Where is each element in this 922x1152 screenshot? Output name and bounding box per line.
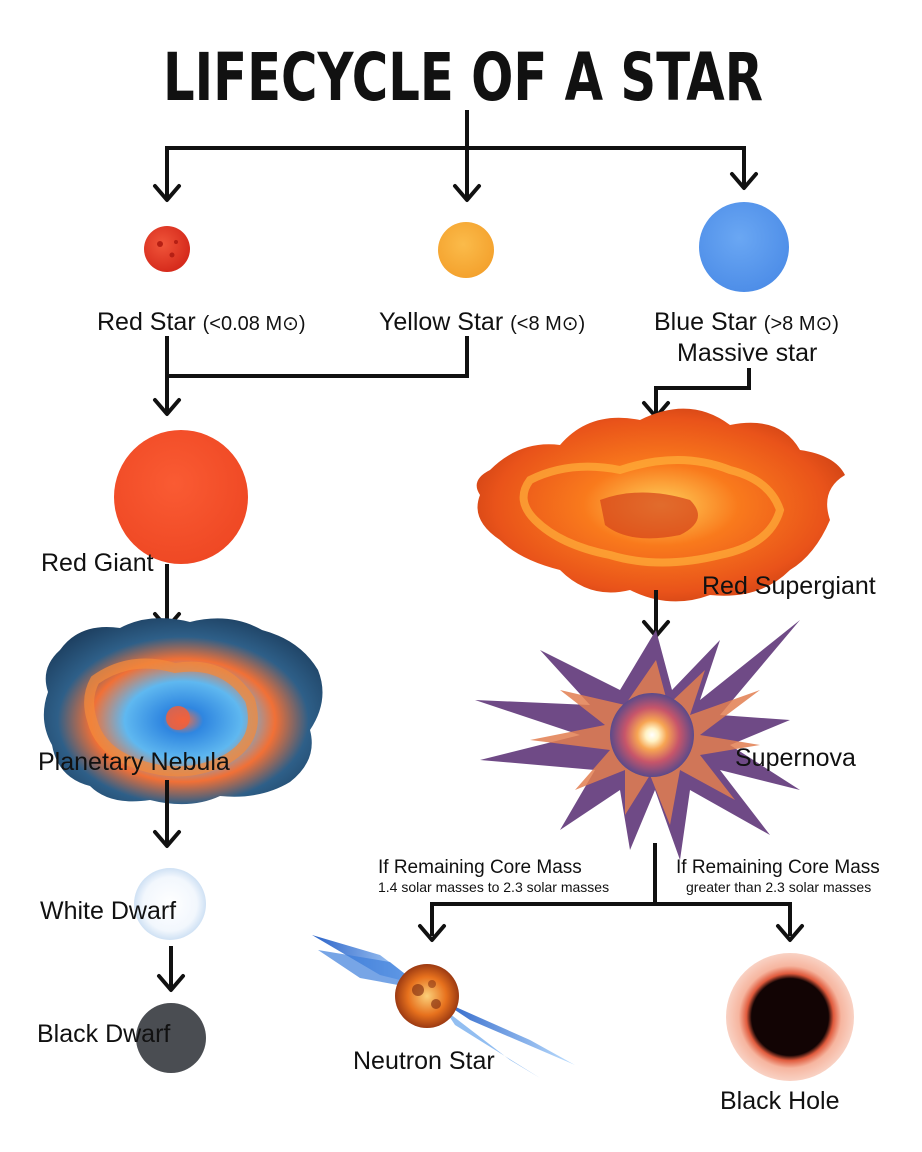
red-supergiant [476, 408, 845, 602]
black-dwarf-label: Black Dwarf [37, 1020, 170, 1048]
red-star-label: Red Star (<0.08 M⊙) [97, 308, 306, 336]
neutron-star-label: Neutron Star [353, 1047, 495, 1075]
left-condition-heading: If Remaining Core Mass [378, 857, 582, 878]
arrow-icon [153, 184, 181, 202]
red-supergiant-label: Red Supergiant [702, 572, 876, 600]
arrow-icon [153, 398, 181, 416]
supernova-label: Supernova [735, 744, 856, 772]
low-mass-connector [153, 336, 469, 416]
black-dwarf [136, 1003, 206, 1073]
blue-star-label: Blue Star (>8 M⊙) [654, 308, 839, 336]
arrow-icon [157, 974, 185, 992]
yellow-star [438, 222, 494, 278]
arrow-icon [453, 184, 481, 202]
black-hole-label: Black Hole [720, 1087, 840, 1115]
planetary-nebula-label: Planetary Nebula [38, 748, 230, 776]
red-giant-label: Red Giant [41, 549, 154, 577]
diagram-title: LIFECYCLE OF A STAR [163, 39, 763, 116]
neutron-star [312, 935, 575, 1078]
red-star [144, 226, 190, 272]
top-connectors [153, 110, 758, 202]
arrow-icon [776, 924, 804, 942]
supernova [475, 620, 800, 860]
arrow-icon [153, 830, 181, 848]
black-hole [726, 953, 854, 1081]
planetary-nebula [43, 618, 323, 805]
arrow-icon [418, 924, 446, 942]
left-condition-detail: 1.4 solar masses to 2.3 solar masses [378, 879, 609, 895]
blue-star [699, 202, 789, 292]
right-condition-detail: greater than 2.3 solar masses [686, 879, 871, 895]
white-dwarf [134, 868, 206, 940]
supernova-branch-connector [418, 843, 804, 942]
white-dwarf-label: White Dwarf [40, 897, 176, 925]
arrow-icon [730, 172, 758, 190]
right-condition-heading: If Remaining Core Mass [676, 857, 880, 878]
massive-star-label: Massive star [677, 339, 817, 367]
red-giant [114, 430, 248, 564]
yellow-star-label: Yellow Star (<8 M⊙) [379, 308, 585, 336]
